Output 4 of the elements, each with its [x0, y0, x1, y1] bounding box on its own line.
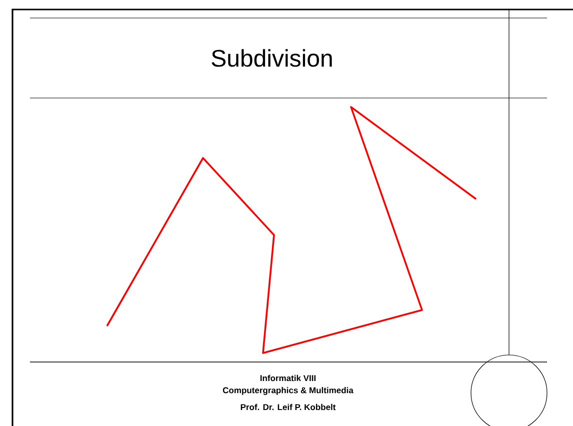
footer-text: Informatik VIII: [260, 374, 316, 382]
slide-title: Subdivision: [212, 49, 332, 67]
footer-text: Computergraphics & Multimedia: [222, 387, 354, 395]
footer-text: Prof. Dr. Leif P. Kobbelt: [240, 404, 336, 410]
